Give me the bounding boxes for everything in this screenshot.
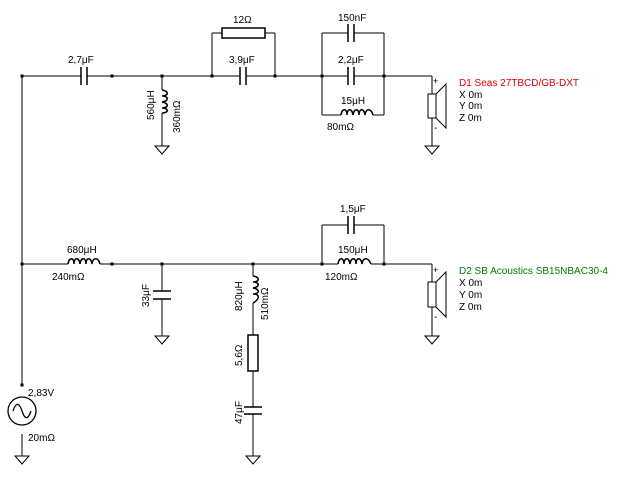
ground-symbols — [13, 145, 441, 465]
resistor-5-6ohm: 5,6Ω — [234, 334, 259, 372]
d2-plus: + — [433, 265, 438, 275]
d1-x: X 0m — [459, 90, 482, 101]
label-3-9uf: 3,9μF — [229, 55, 255, 66]
d2-minus: - — [434, 312, 437, 323]
capacitor-2-2uf: 2,2μF — [338, 55, 364, 85]
label-2-7uf: 2,7μF — [68, 55, 94, 66]
label-2-2uf: 2,2μF — [338, 55, 364, 66]
label-510mohm: 510mΩ — [260, 287, 271, 320]
d1-y: Y 0m — [459, 101, 482, 112]
ground-icon — [153, 145, 171, 155]
label-560uh: 560μH — [146, 90, 157, 120]
label-150uh: 150μH — [338, 245, 368, 256]
label-15uh: 15μH — [341, 96, 365, 107]
d1-plus: + — [433, 76, 438, 86]
label-240mohm: 240mΩ — [52, 272, 85, 283]
label-33uf: 33μF — [141, 284, 152, 307]
inductor-820uh: 820μH 510mΩ — [234, 275, 271, 320]
inductor-680uh: 680μH 240mΩ — [52, 245, 112, 283]
ground-icon — [423, 145, 441, 155]
speaker-d2: + - D2 SB Acoustics SB15NBAC30-4 X 0m Y … — [427, 265, 608, 323]
label-47uf: 47μF — [234, 401, 245, 424]
d1-z: Z 0m — [459, 113, 482, 124]
wires — [21, 32, 433, 456]
capacitor-1-5uf: 1,5μF — [340, 204, 366, 234]
label-80mohm: 80mΩ — [327, 122, 354, 133]
label-5-6ohm: 5,6Ω — [234, 344, 245, 366]
label-source-voltage: 2,83V — [28, 388, 54, 399]
label-source-resistance: 20mΩ — [28, 433, 55, 444]
d2-x: X 0m — [459, 278, 482, 289]
resistor-12ohm: 12Ω — [221, 15, 266, 39]
d2-y: Y 0m — [459, 290, 482, 301]
label-120mohm: 120mΩ — [325, 272, 358, 283]
capacitor-2-7uf: 2,7μF — [68, 55, 95, 85]
ground-icon — [13, 455, 31, 465]
label-1-5uf: 1,5μF — [340, 204, 366, 215]
ground-icon — [244, 455, 262, 465]
d1-name: D1 Seas 27TBCD/GB-DXT — [459, 78, 579, 89]
capacitor-47uf: 47μF — [234, 401, 262, 424]
ground-icon — [153, 335, 171, 345]
d2-name: D2 SB Acoustics SB15NBAC30-4 — [459, 266, 608, 277]
capacitor-3-9uf: 3,9μF — [229, 55, 255, 85]
label-680uh: 680μH — [67, 245, 97, 256]
ground-icon — [423, 335, 441, 345]
inductor-150uh: 150μH 120mΩ — [325, 245, 374, 283]
label-150nf: 150nF — [338, 13, 366, 24]
label-360mohm: 360mΩ — [172, 100, 183, 133]
label-12ohm: 12Ω — [233, 15, 252, 26]
voltage-source: 2,83V 20mΩ — [7, 388, 55, 444]
label-820uh: 820μH — [234, 281, 245, 311]
d1-minus: - — [434, 123, 437, 134]
inductor-15uh: 15μH 80mΩ — [327, 96, 374, 133]
capacitor-150nf: 150nF — [338, 13, 366, 42]
d2-z: Z 0m — [459, 302, 482, 313]
capacitor-33uf: 33μF — [141, 284, 171, 307]
speaker-d1: + - D1 Seas 27TBCD/GB-DXT X 0m Y 0m Z 0m — [427, 76, 579, 134]
inductor-560uh: 560μH 360mΩ — [146, 89, 183, 133]
